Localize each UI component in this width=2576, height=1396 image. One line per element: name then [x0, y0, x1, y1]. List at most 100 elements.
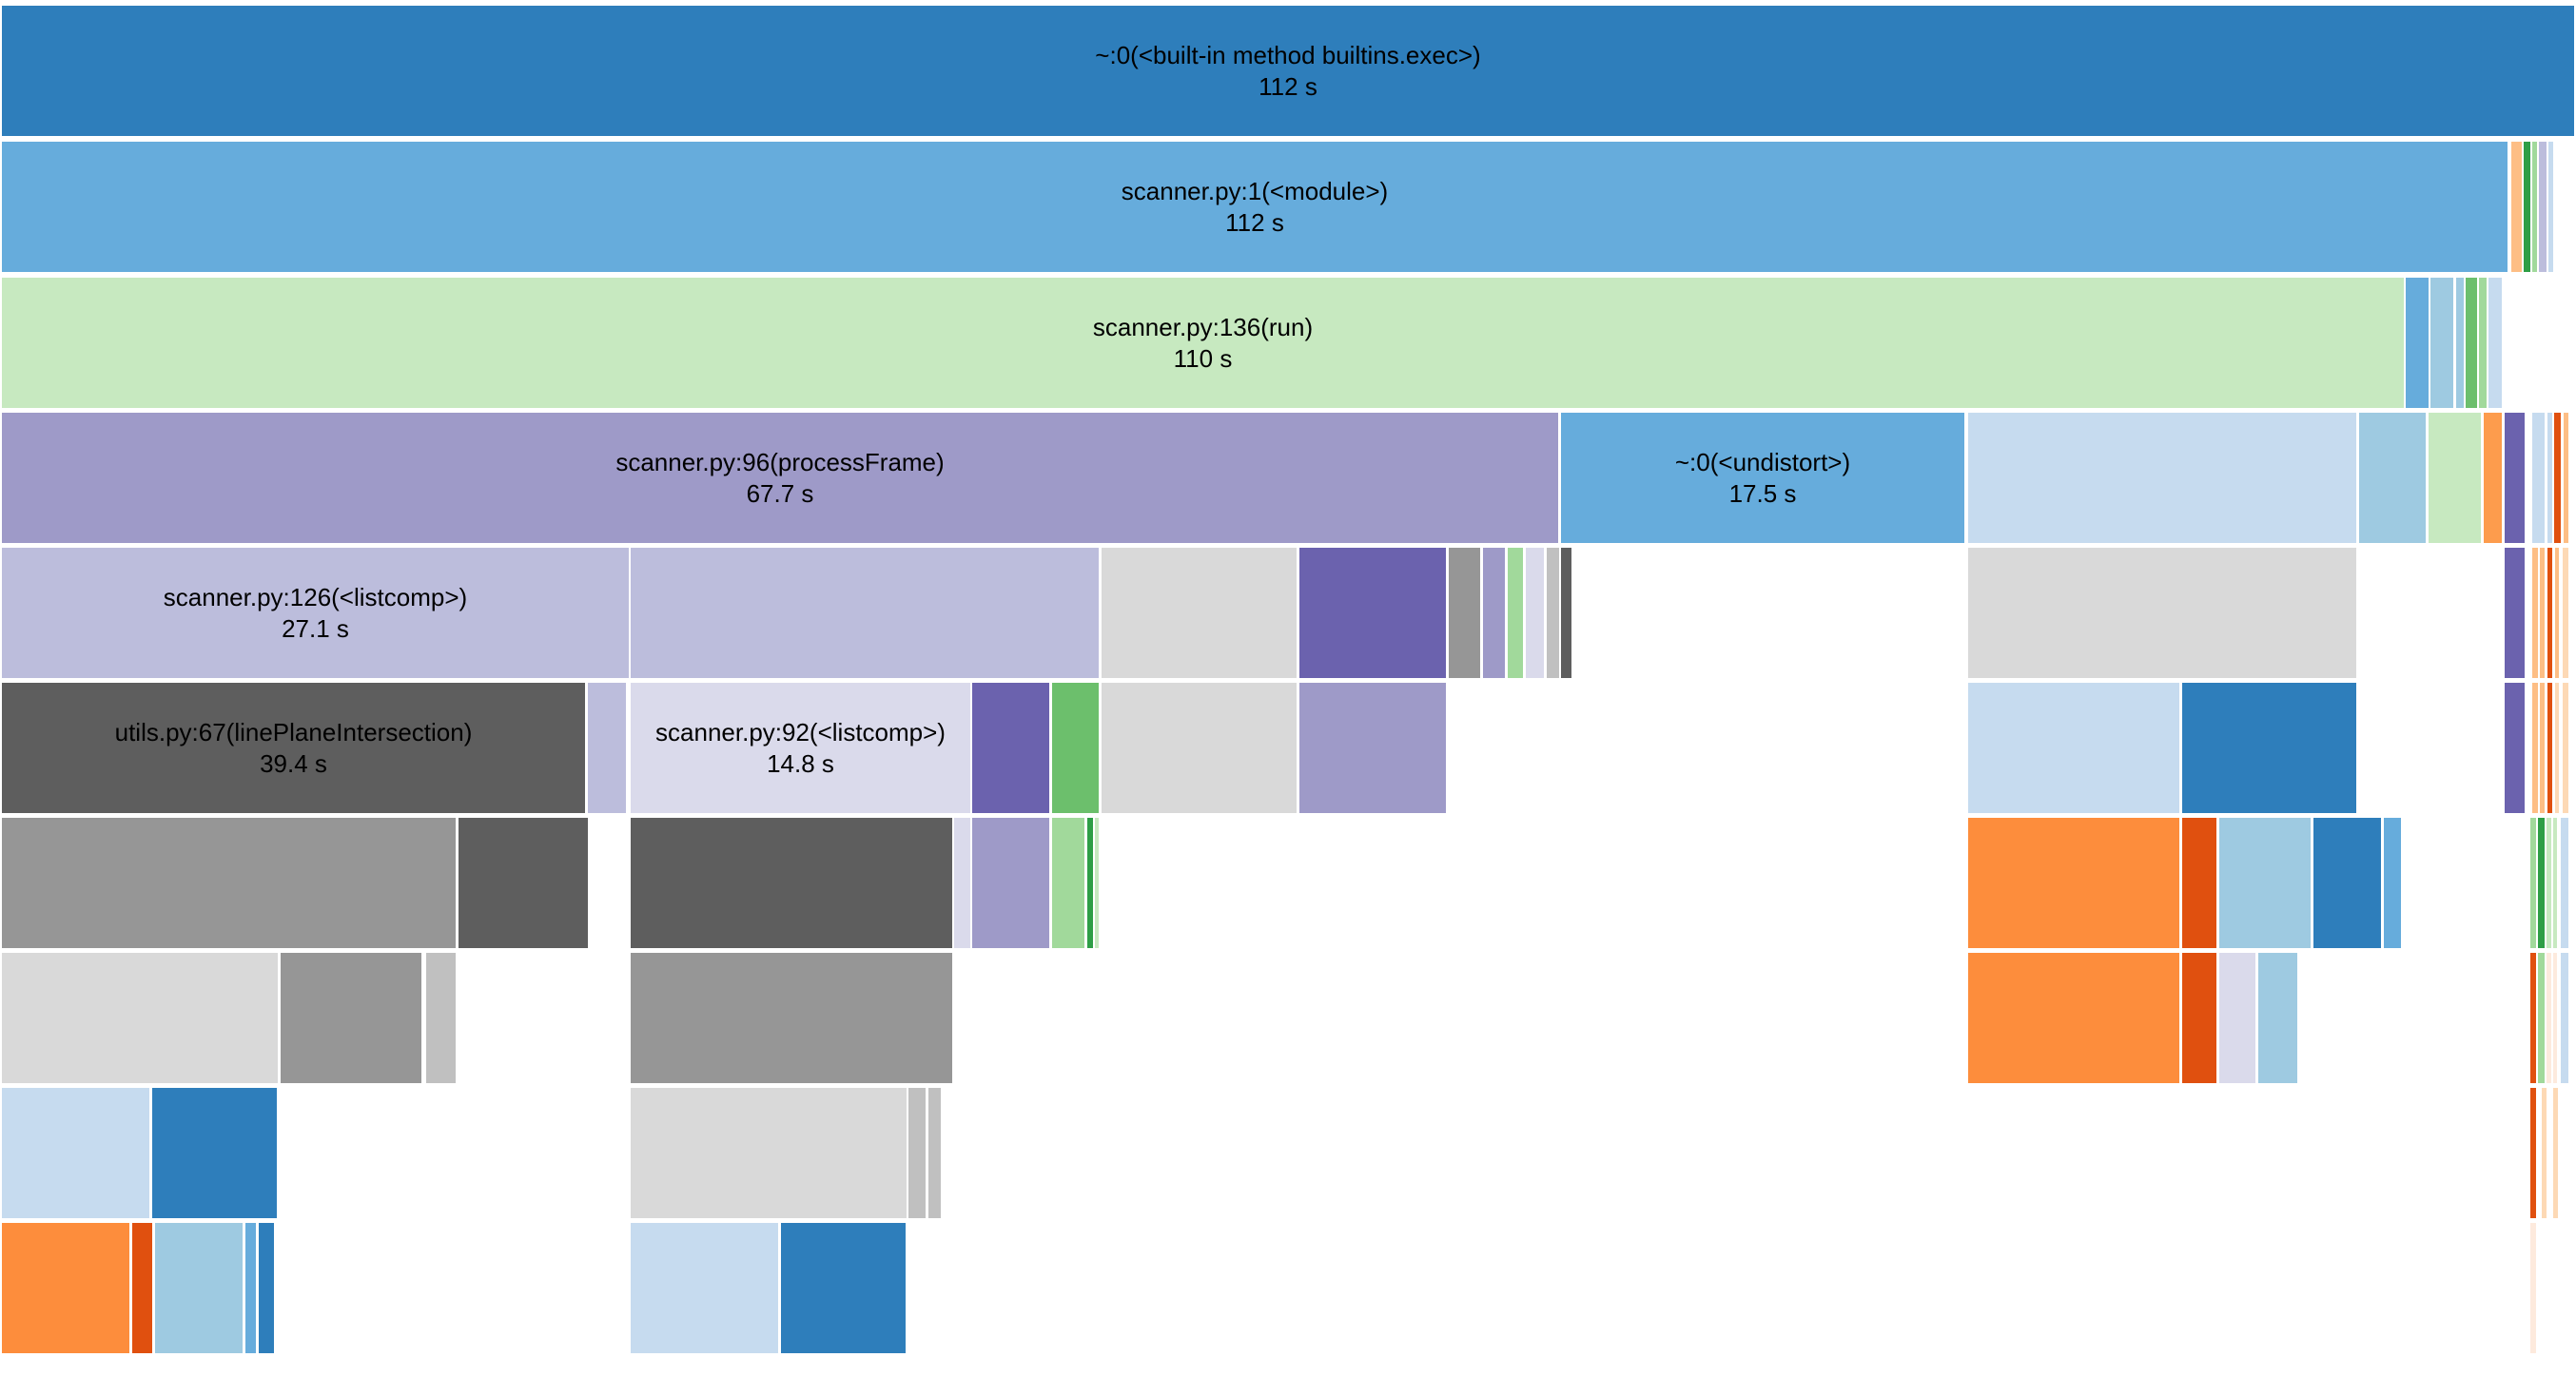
- flame-frame[interactable]: [2564, 413, 2568, 543]
- flame-frame[interactable]: [1968, 683, 2179, 813]
- flame-frame[interactable]: [2563, 548, 2568, 678]
- flame-frame[interactable]: [631, 953, 952, 1083]
- flame-frame[interactable]: [2406, 278, 2429, 408]
- flame-frame[interactable]: [972, 683, 1049, 813]
- flame-frame[interactable]: [2430, 278, 2453, 408]
- flame-frame[interactable]: ~:0(<built-in method builtins.exec>)112 …: [2, 6, 2574, 136]
- flame-frame[interactable]: [2530, 1223, 2536, 1353]
- flame-frame[interactable]: [2553, 953, 2557, 1083]
- flame-frame[interactable]: scanner.py:1(<module>)112 s: [2, 142, 2508, 272]
- flame-frame[interactable]: [281, 953, 421, 1083]
- flame-frame[interactable]: [1968, 818, 2179, 948]
- flame-frame[interactable]: [2530, 953, 2536, 1083]
- flame-frame[interactable]: [2429, 413, 2481, 543]
- flame-frame[interactable]: [588, 683, 626, 813]
- flame-frame[interactable]: [1102, 548, 1297, 678]
- flame-frame[interactable]: [2532, 548, 2538, 678]
- flame-frame[interactable]: [2547, 548, 2552, 678]
- flame-frame[interactable]: [2219, 953, 2255, 1083]
- flame-frame[interactable]: [1526, 548, 1544, 678]
- flame-frame[interactable]: [2553, 818, 2557, 948]
- flame-frame[interactable]: [2511, 142, 2522, 272]
- flame-frame[interactable]: [2384, 818, 2401, 948]
- flame-frame[interactable]: [1561, 548, 1571, 678]
- flame-frame[interactable]: scanner.py:136(run)110 s: [2, 278, 2404, 408]
- flame-frame[interactable]: [259, 1223, 274, 1353]
- flame-frame[interactable]: [1508, 548, 1523, 678]
- flame-frame[interactable]: scanner.py:92(<listcomp>)14.8 s: [631, 683, 970, 813]
- flame-frame[interactable]: [2555, 683, 2559, 813]
- flame-frame[interactable]: [928, 1088, 941, 1218]
- flame-frame[interactable]: utils.py:67(linePlaneIntersection)39.4 s: [2, 683, 585, 813]
- flame-frame[interactable]: [631, 818, 952, 948]
- flame-frame[interactable]: [1102, 683, 1297, 813]
- flame-frame[interactable]: [1449, 548, 1480, 678]
- flame-frame[interactable]: [1547, 548, 1559, 678]
- flame-frame[interactable]: [1095, 818, 1099, 948]
- flame-frame[interactable]: [2484, 413, 2502, 543]
- flame-frame[interactable]: [2561, 818, 2568, 948]
- flame-frame[interactable]: [2, 1088, 149, 1218]
- flame-frame[interactable]: [2554, 413, 2561, 543]
- flame-frame[interactable]: [2, 953, 278, 1083]
- flame-frame[interactable]: [631, 548, 1099, 678]
- flame-frame[interactable]: [2563, 683, 2568, 813]
- flame-frame[interactable]: [2466, 278, 2477, 408]
- flame-frame[interactable]: [2258, 953, 2297, 1083]
- flame-frame[interactable]: [2505, 548, 2525, 678]
- flame-frame[interactable]: [2530, 1088, 2536, 1218]
- flame-frame[interactable]: [2561, 953, 2568, 1083]
- flame-frame[interactable]: [245, 1223, 256, 1353]
- flame-frame[interactable]: [2313, 818, 2381, 948]
- flame-frame[interactable]: [426, 953, 456, 1083]
- flame-frame[interactable]: [2542, 1088, 2547, 1218]
- flame-frame[interactable]: [2182, 683, 2356, 813]
- flame-frame[interactable]: [631, 1223, 778, 1353]
- flame-frame[interactable]: [2532, 683, 2538, 813]
- flame-frame[interactable]: [2532, 413, 2545, 543]
- flame-frame[interactable]: [2547, 953, 2551, 1083]
- flame-frame[interactable]: [2182, 818, 2216, 948]
- flame-frame[interactable]: [1052, 818, 1084, 948]
- flame-frame[interactable]: [2219, 818, 2311, 948]
- flame-frame[interactable]: [132, 1223, 152, 1353]
- flame-frame[interactable]: [2505, 413, 2525, 543]
- flame-frame[interactable]: [2524, 142, 2530, 272]
- flame-frame[interactable]: scanner.py:126(<listcomp>)27.1 s: [2, 548, 629, 678]
- flame-frame[interactable]: [2540, 683, 2545, 813]
- flame-frame[interactable]: [1968, 548, 2356, 678]
- flame-frame[interactable]: [2530, 818, 2536, 948]
- flame-frame[interactable]: [954, 818, 970, 948]
- flame-frame[interactable]: [1968, 953, 2179, 1083]
- flame-frame[interactable]: [2547, 683, 2552, 813]
- flame-frame[interactable]: [155, 1223, 243, 1353]
- flame-frame[interactable]: [1052, 683, 1099, 813]
- flame-frame[interactable]: [972, 818, 1049, 948]
- flame-frame[interactable]: [152, 1088, 277, 1218]
- flame-frame[interactable]: [2, 818, 456, 948]
- flame-frame[interactable]: [2538, 953, 2545, 1083]
- flame-frame[interactable]: [2456, 278, 2464, 408]
- flame-frame[interactable]: [631, 1088, 907, 1218]
- flame-frame[interactable]: [2359, 413, 2426, 543]
- flame-frame[interactable]: [2479, 278, 2487, 408]
- flame-frame[interactable]: scanner.py:96(processFrame)67.7 s: [2, 413, 1558, 543]
- flame-frame[interactable]: [1299, 548, 1446, 678]
- flame-frame[interactable]: [2547, 413, 2552, 543]
- flame-frame[interactable]: [2555, 548, 2559, 678]
- flame-frame[interactable]: [2553, 1088, 2558, 1218]
- flame-frame[interactable]: [1087, 818, 1093, 948]
- flame-frame[interactable]: [2532, 142, 2537, 272]
- flame-frame[interactable]: [908, 1088, 926, 1218]
- flame-frame[interactable]: [781, 1223, 906, 1353]
- flame-frame[interactable]: [2182, 953, 2216, 1083]
- flame-frame[interactable]: [2488, 278, 2502, 408]
- flame-frame[interactable]: ~:0(<undistort>)17.5 s: [1561, 413, 1964, 543]
- flame-frame[interactable]: [2, 1223, 129, 1353]
- flame-frame[interactable]: [1299, 683, 1446, 813]
- flame-frame[interactable]: [2539, 142, 2547, 272]
- flame-frame[interactable]: [1968, 413, 2356, 543]
- flame-frame[interactable]: [2538, 818, 2545, 948]
- flame-frame[interactable]: [2540, 548, 2545, 678]
